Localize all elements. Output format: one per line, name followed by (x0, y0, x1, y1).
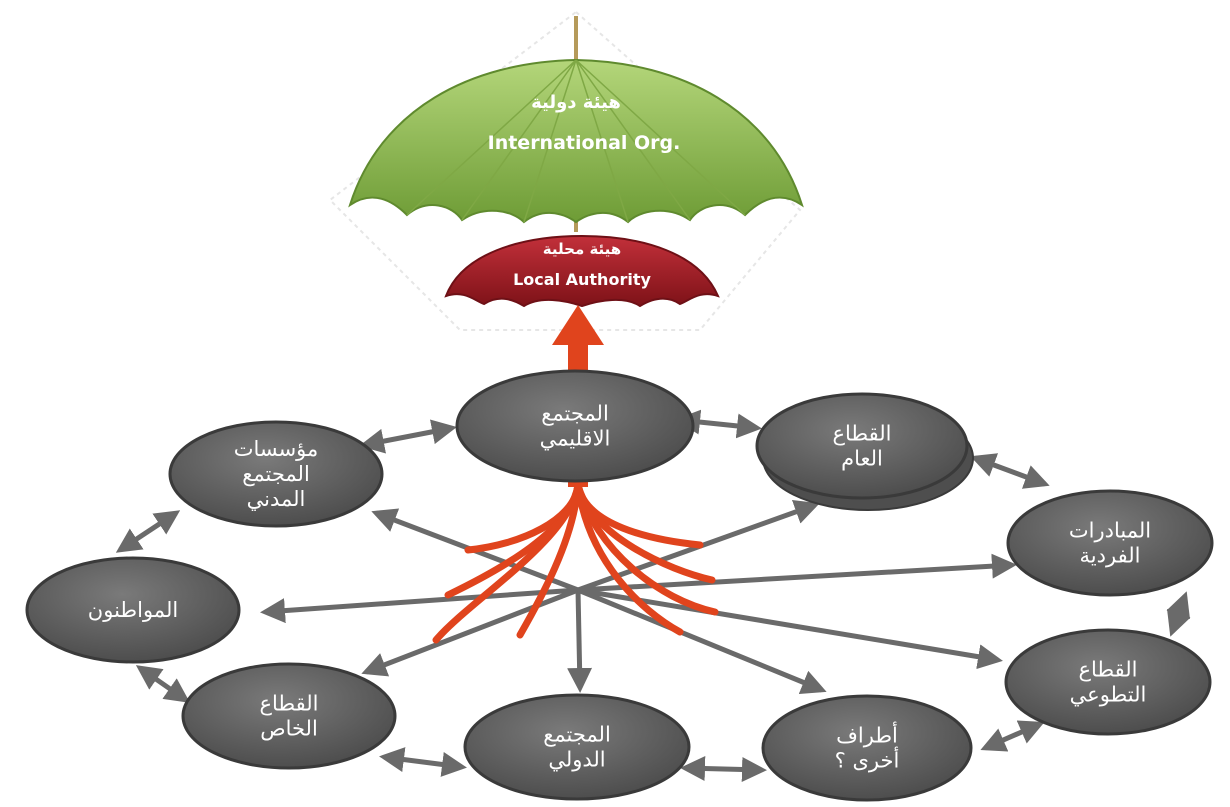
link-citizens-civil (115, 510, 181, 553)
link-private-intl (379, 747, 467, 777)
node-label-line: الدولي (548, 748, 605, 772)
node-ellipse (168, 420, 384, 528)
international-umbrella: هيئة دولية International Org. (348, 16, 804, 232)
local-umbrella: هيئة محلية Local Authority (444, 234, 720, 308)
node-label-line: القطاع (1078, 658, 1137, 682)
node-label-line: المبادرات (1069, 519, 1151, 543)
node-label-line: أخرى ؟ (835, 747, 900, 773)
link-hub-private (361, 587, 579, 677)
node-label-line: القطاع (259, 692, 318, 716)
node-label-line: المجتمع (242, 462, 310, 486)
link-intl-others (680, 756, 767, 782)
up-arrow-head (552, 305, 604, 345)
link-hub-others (577, 587, 827, 694)
node-ellipse (1006, 489, 1214, 597)
node-ellipse (755, 392, 969, 500)
international-label-en: International Org. (488, 132, 681, 154)
node-label-line: المواطنون (88, 598, 178, 622)
node-label-line: المجتمع (541, 402, 609, 426)
link-public-individual (970, 453, 1050, 489)
node-label-line: أطراف (836, 722, 898, 748)
node-ellipse (25, 556, 241, 664)
root-system (432, 305, 719, 644)
international-label-ar: هيئة دولية (531, 92, 621, 113)
node-label-line: الاقليمي (540, 427, 611, 451)
node-label-line: العام (841, 447, 883, 471)
node-citizens: المواطنون (25, 556, 241, 664)
node-label-line: المدني (247, 487, 306, 511)
node-ellipse (463, 693, 691, 801)
node-label-line: الفردية (1080, 544, 1141, 568)
node-label-line: الخاص (260, 717, 318, 741)
link-civil-regional (359, 419, 457, 454)
link-voluntary-others (980, 720, 1045, 752)
node-label-line: القطاع (832, 422, 891, 446)
local-label-ar: هيئة محلية (543, 240, 621, 258)
red-canopy (444, 234, 720, 308)
node-label-line: التطوعي (1070, 683, 1147, 707)
canopy-ribs (406, 59, 746, 223)
node-ellipse (455, 369, 695, 483)
local-label-en: Local Authority (513, 270, 651, 289)
node-ellipse (181, 662, 397, 770)
node-label-line: مؤسسات (234, 437, 319, 461)
node-ellipse (761, 694, 973, 802)
link-hub-intl (567, 589, 593, 693)
link-individual-voluntary (1166, 591, 1191, 637)
link-hub-voluntary (577, 587, 1003, 670)
link-citizens-private (135, 665, 191, 703)
connections (115, 409, 1191, 782)
node-ellipse (1004, 628, 1212, 736)
link-hub-citizens (260, 587, 579, 624)
node-label-line: المجتمع (543, 723, 611, 747)
